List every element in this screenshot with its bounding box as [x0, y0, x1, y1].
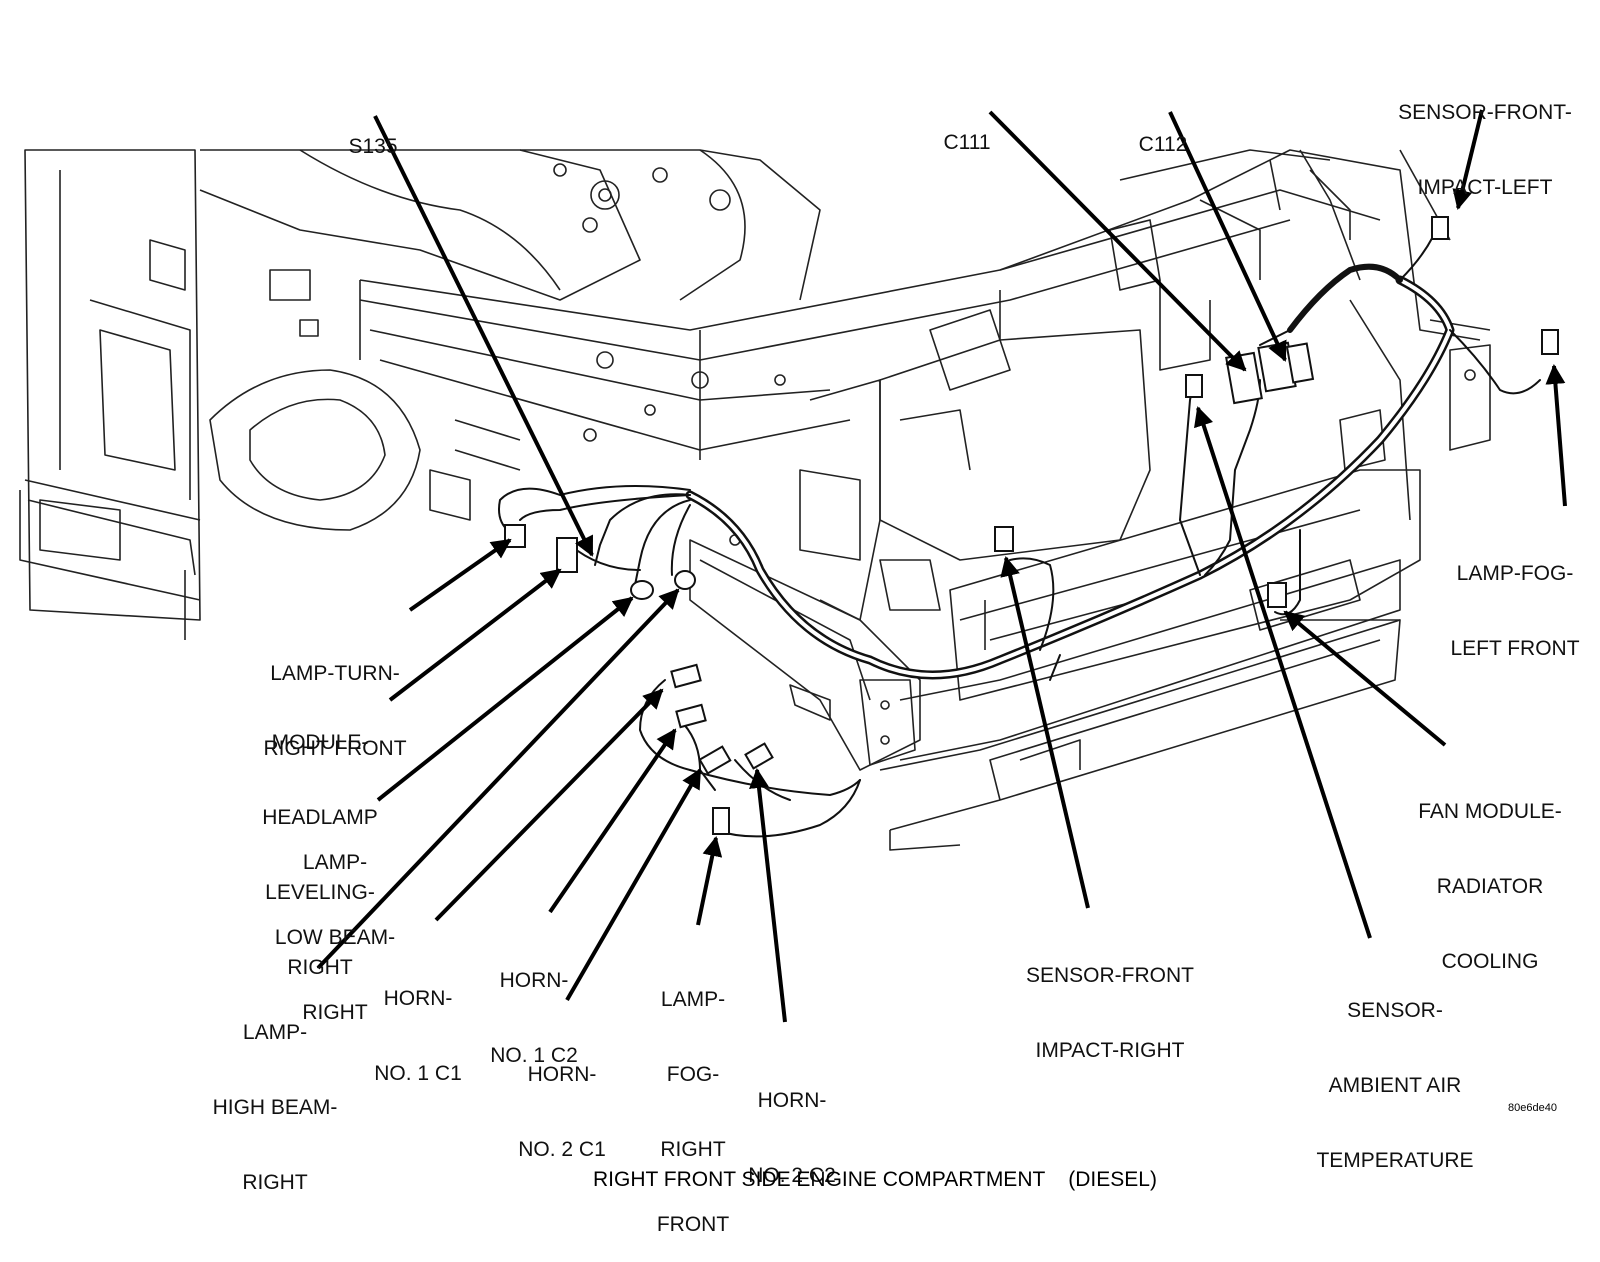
label-line: COOLING — [1441, 950, 1539, 973]
label-module-headlamp-leveling-right: MODULE- HEADLAMP LEVELING- RIGHT — [245, 680, 395, 1005]
label-line: MODULE- — [271, 731, 369, 754]
label-line: LEVELING- — [265, 881, 375, 904]
connector-sensor-ambient-air — [1185, 374, 1203, 398]
connector-headlamp-leveling — [556, 537, 578, 573]
label-line: HORN- — [527, 1063, 597, 1086]
label-line: RIGHT — [660, 1138, 726, 1161]
leader-lamp-turn-right-front — [408, 538, 512, 612]
leader-horn-2-c2 — [749, 768, 787, 1023]
label-lamp-low-beam-right: LAMP- LOW BEAM- RIGHT — [260, 800, 410, 1050]
connector-lamp-fog-left-front — [1541, 329, 1559, 355]
label-line: LEFT FRONT — [1450, 637, 1580, 660]
label-sensor-front-impact-left: SENSOR-FRONT- IMPACT-LEFT — [1385, 50, 1585, 225]
label-line: IMPACT-LEFT — [1417, 176, 1553, 199]
label-line: LAMP-TURN- — [270, 662, 400, 685]
leader-lamp-fog-right — [696, 836, 723, 926]
label-line: C112 — [1138, 133, 1188, 156]
connectors — [504, 216, 1559, 835]
label-line: HORN- — [383, 987, 453, 1010]
connector-sensor-front-impact-left — [1431, 216, 1449, 240]
label-line: RIGHT — [302, 1001, 368, 1024]
connector-c111 — [1225, 351, 1263, 405]
main-harness-trunk-inner — [688, 278, 1452, 677]
label-lamp-turn-right-front: LAMP-TURN- RIGHT FRONT — [250, 611, 420, 786]
connector-sensor-front-impact-right — [994, 526, 1014, 552]
label-sensor-ambient-air-temperature: SENSOR- AMBIENT AIR TEMPERATURE — [1310, 948, 1480, 1198]
leader-lamp-fog-left-front — [1545, 364, 1567, 507]
leader-fan-module — [1283, 610, 1447, 747]
label-horn-no1-c1: HORN- NO. 1 C1 — [358, 936, 478, 1111]
label-fan-module-radiator-cooling: FAN MODULE- RADIATOR COOLING — [1405, 749, 1575, 999]
leader-horn-1-c2 — [548, 728, 677, 914]
label-line: LAMP- — [242, 1021, 308, 1044]
leader-module-headlamp-leveling — [388, 568, 562, 702]
label-horn-no2-c2: HORN- NO. 2 C2 — [732, 1038, 852, 1213]
label-line: TEMPERATURE — [1316, 1149, 1474, 1172]
connector-high-beam — [674, 570, 696, 590]
label-c111: C111 — [932, 80, 1002, 180]
label-lamp-high-beam-right: LAMP- HIGH BEAM- RIGHT — [195, 970, 355, 1220]
connector-horn-2-c2 — [744, 742, 774, 770]
leader-horn-1-c1 — [434, 688, 664, 922]
label-line: FOG- — [666, 1063, 720, 1086]
diagram-caption: RIGHT FRONT SIDE ENGINE COMPARTMENT (DIE… — [593, 1168, 1157, 1191]
label-line: NO. 2 C1 — [518, 1138, 606, 1161]
vehicle-body-line-art — [19, 149, 1491, 851]
connector-horn-1-c1 — [670, 663, 702, 689]
figure-id: 80e6de40 — [1508, 1102, 1557, 1114]
label-line: SENSOR-FRONT — [1026, 964, 1194, 987]
label-line: HORN- — [499, 969, 569, 992]
connector-fan-module — [1267, 582, 1287, 608]
engine-compartment-diagram — [19, 109, 1567, 1023]
label-line: FAN MODULE- — [1418, 800, 1562, 823]
leader-horn-2-c1 — [565, 768, 702, 1002]
connector-low-beam — [630, 580, 654, 600]
label-line: SENSOR-FRONT- — [1398, 101, 1572, 124]
leader-lines — [316, 109, 1567, 1023]
label-line: LAMP- — [660, 988, 726, 1011]
label-line: RIGHT — [287, 956, 353, 979]
label-horn-no1-c2: HORN- NO. 1 C2 — [474, 918, 594, 1093]
label-line: IMPACT-RIGHT — [1035, 1039, 1185, 1062]
leader-s135 — [373, 115, 594, 557]
label-line: RADIATOR — [1436, 875, 1544, 898]
label-line: HEADLAMP — [262, 806, 378, 829]
label-line: LAMP- — [302, 851, 368, 874]
label-line: HIGH BEAM- — [212, 1096, 338, 1119]
label-s135: S135 — [338, 84, 408, 184]
label-c112: C112 — [1128, 82, 1198, 182]
label-line: SENSOR- — [1347, 999, 1443, 1022]
leader-c111 — [988, 110, 1247, 372]
connector-horn-2-c1 — [698, 745, 732, 775]
wiring-harness — [498, 219, 1541, 838]
label-lamp-fog-right-front: LAMP- FOG- RIGHT FRONT — [648, 937, 738, 1262]
label-line: C111 — [943, 131, 991, 154]
label-line: LAMP-FOG- — [1456, 562, 1574, 585]
leader-lamp-high-beam — [316, 588, 680, 970]
connector-horn-1-c2 — [675, 703, 707, 729]
label-line: NO. 1 C2 — [490, 1044, 578, 1067]
label-line: NO. 1 C1 — [374, 1062, 462, 1085]
leader-sensor-ambient-air — [1194, 406, 1372, 939]
label-horn-no2-c1: HORN- NO. 2 C1 — [502, 1012, 622, 1187]
leader-sensor-front-impact-left — [1452, 109, 1484, 210]
label-line: RIGHT — [242, 1171, 308, 1194]
label-sensor-front-impact-right: SENSOR-FRONT IMPACT-RIGHT — [1015, 913, 1205, 1088]
label-line: S135 — [348, 135, 398, 158]
label-lamp-fog-left-front: LAMP-FOG- LEFT FRONT — [1440, 511, 1590, 686]
connector-lamp-fog-right — [712, 807, 730, 835]
leader-sensor-front-impact-right — [1000, 556, 1090, 909]
label-line: NO. 2 C2 — [748, 1164, 836, 1187]
label-line: LOW BEAM- — [274, 926, 396, 949]
label-line: AMBIENT AIR — [1328, 1074, 1462, 1097]
leader-c112 — [1168, 111, 1287, 362]
label-line: HORN- — [757, 1089, 827, 1112]
label-line: FRONT — [656, 1213, 730, 1236]
leader-lamp-low-beam — [376, 596, 634, 802]
label-line: RIGHT FRONT — [263, 737, 407, 760]
